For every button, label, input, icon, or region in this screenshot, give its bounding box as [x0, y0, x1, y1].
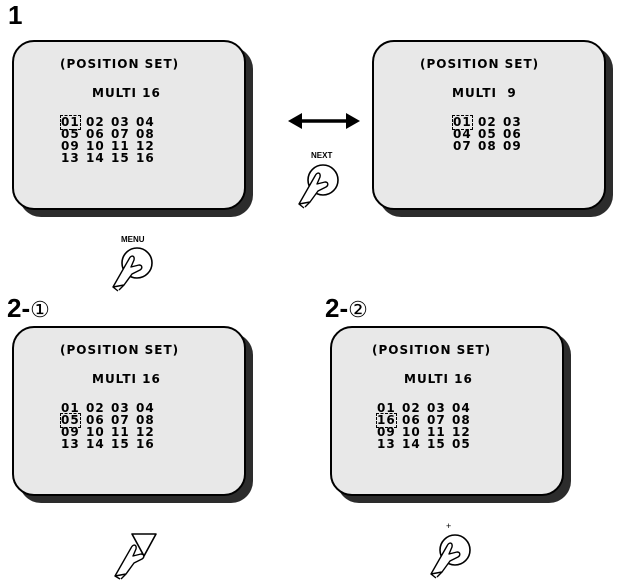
position-cell: 12 — [136, 425, 155, 439]
menu-button-label: MENU — [121, 235, 145, 244]
position-cell: 02 — [86, 401, 105, 415]
plus-button-label: + — [446, 521, 452, 531]
screen-multi16-step-2-1: (POSITION SET) MULTI 16 01 02 03 04 05 06 07 08 09… — [12, 326, 253, 503]
screen-multi16-initial: (POSITION SET) MULTI 16 01 02 03 04 05 06 07 08 09… — [12, 40, 253, 217]
position-cell: 09 — [61, 139, 80, 153]
screen-title: (POSITION SET) — [60, 57, 180, 71]
position-cell: 04 — [136, 115, 155, 129]
position-cell: 04 — [136, 401, 155, 415]
position-cell: 01 — [61, 401, 80, 415]
position-cell: 02 — [478, 115, 497, 129]
position-cell: 09 — [377, 425, 396, 439]
step-2-1-circled-number: ① — [30, 297, 50, 322]
screen-mode: MULTI 16 — [92, 372, 161, 386]
screen-face: (POSITION SET) MULTI 16 01 02 03 04 05 06 07 08 09… — [12, 326, 246, 496]
position-cell: 06 — [402, 413, 421, 427]
position-cell-selected: 16 — [376, 413, 397, 428]
step-2-1-label: 2-① — [7, 295, 50, 323]
position-cell: 13 — [61, 151, 80, 165]
position-cell: 16 — [136, 437, 155, 451]
position-cell: 07 — [427, 413, 446, 427]
step-2-2-prefix: 2- — [325, 293, 349, 323]
screen-mode: MULTI 16 — [92, 86, 161, 100]
double-arrow-icon — [288, 113, 360, 129]
position-cell: 15 — [111, 151, 130, 165]
screen-multi16-step-2-2: (POSITION SET) MULTI 16 01 02 03 04 16 06 07 08 09… — [330, 326, 571, 503]
position-cell: 06 — [86, 413, 105, 427]
position-cell: 06 — [86, 127, 105, 141]
position-cell: 12 — [136, 139, 155, 153]
position-cell: 15 — [111, 437, 130, 451]
screen-mode: MULTI 16 — [404, 372, 473, 386]
next-button-label: NEXT — [311, 151, 333, 160]
position-cell: 15 — [427, 437, 446, 451]
position-cell: 16 — [136, 151, 155, 165]
position-cell: 14 — [402, 437, 421, 451]
screen-face: (POSITION SET) MULTI 16 01 02 03 04 05 06 07 08 09… — [12, 40, 246, 210]
step-2-2-circled-number: ② — [348, 297, 368, 322]
position-cell: 04 — [452, 401, 471, 415]
position-cell: 14 — [86, 151, 105, 165]
screen-face: (POSITION SET) MULTI 16 01 02 03 04 16 06 07 08 09… — [330, 326, 564, 496]
position-cell: 03 — [427, 401, 446, 415]
position-cell: 05 — [478, 127, 497, 141]
position-cell: 07 — [111, 127, 130, 141]
next-button-hand-icon[interactable] — [296, 160, 344, 210]
position-cell: 10 — [402, 425, 421, 439]
position-cell: 11 — [111, 425, 130, 439]
position-cell-selected: 01 — [60, 115, 81, 130]
position-cell: 11 — [111, 139, 130, 153]
screen-face: (POSITION SET) MULTI 9 01 02 03 04 05 06 07 08 09 — [372, 40, 606, 210]
position-cell: 12 — [452, 425, 471, 439]
step-1-label: 1 — [8, 0, 23, 30]
position-cell: 08 — [452, 413, 471, 427]
position-cell: 07 — [453, 139, 472, 153]
position-cell: 08 — [136, 413, 155, 427]
position-cell: 02 — [86, 115, 105, 129]
position-cell: 13 — [377, 437, 396, 451]
position-cell: 10 — [86, 139, 105, 153]
screen-multi9: (POSITION SET) MULTI 9 01 02 03 04 05 06 07 08 09 — [372, 40, 613, 217]
position-cell: 05 — [452, 437, 471, 451]
position-cell: 03 — [111, 115, 130, 129]
position-cell: 07 — [111, 413, 130, 427]
position-cell: 04 — [453, 127, 472, 141]
position-cell: 05 — [61, 127, 80, 141]
screen-title: (POSITION SET) — [420, 57, 540, 71]
position-cell: 08 — [478, 139, 497, 153]
position-cell: 11 — [427, 425, 446, 439]
position-cell-selected: 05 — [60, 413, 81, 428]
position-cell: 09 — [503, 139, 522, 153]
position-cell: 13 — [61, 437, 80, 451]
position-cell: 01 — [377, 401, 396, 415]
position-cell: 06 — [503, 127, 522, 141]
menu-button-hand-icon[interactable] — [110, 243, 158, 293]
position-cell: 03 — [111, 401, 130, 415]
step-2-2-label: 2-② — [325, 295, 368, 323]
position-cell: 14 — [86, 437, 105, 451]
position-cell: 08 — [136, 127, 155, 141]
position-cell-selected: 01 — [452, 115, 473, 130]
position-cell: 09 — [61, 425, 80, 439]
direction-button-hand-icon[interactable] — [112, 530, 158, 580]
plus-button-hand-icon[interactable] — [428, 530, 476, 580]
screen-mode: MULTI 9 — [452, 86, 517, 100]
position-cell: 10 — [86, 425, 105, 439]
step-2-1-prefix: 2- — [7, 293, 31, 323]
position-cell: 02 — [402, 401, 421, 415]
screen-title: (POSITION SET) — [372, 343, 492, 357]
screen-title: (POSITION SET) — [60, 343, 180, 357]
position-cell: 03 — [503, 115, 522, 129]
